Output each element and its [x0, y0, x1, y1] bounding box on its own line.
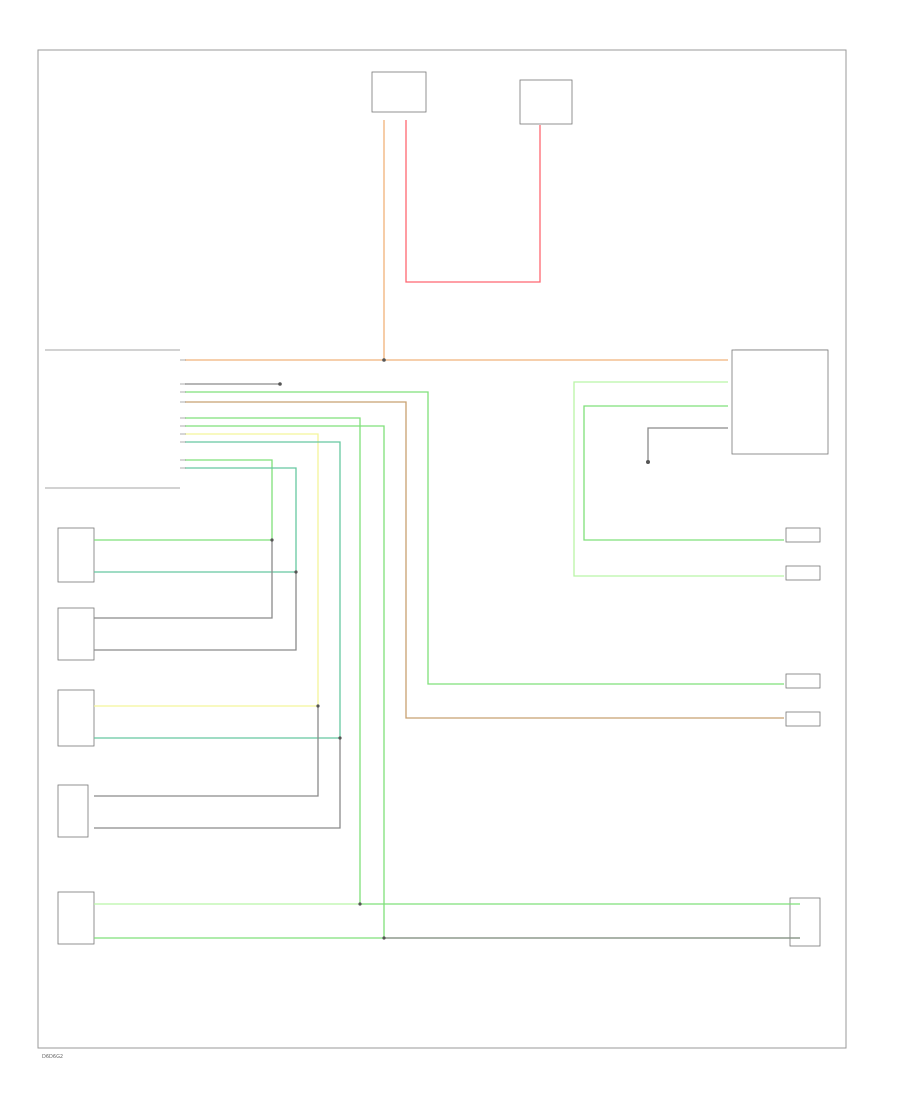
- splice-dot: [270, 538, 274, 542]
- gray-wire-switch-4-upper: [94, 706, 319, 797]
- gray-wire-switch-4-lower: [94, 738, 341, 829]
- green-wire-right-connector-3: [185, 391, 784, 685]
- gray-wire-switch-2-lower: [94, 572, 297, 651]
- right-connector-2: [785, 565, 821, 581]
- switch-box-4: [57, 784, 89, 838]
- green-wire-right-module-1: [573, 381, 784, 577]
- top-left-connector-box: [371, 71, 427, 113]
- splice-dot: [382, 358, 386, 362]
- top-right-connector-box: [519, 79, 573, 125]
- right-connector-4: [785, 711, 821, 727]
- right-connector-1: [785, 527, 821, 543]
- right-module-box: [731, 349, 829, 455]
- green-wire-switch-1-lower: [94, 467, 297, 573]
- red-wire-loop: [405, 120, 541, 283]
- splice-dot: [338, 736, 342, 740]
- green-wire-switch-5-upper: [185, 417, 800, 905]
- splice-dot: [358, 902, 362, 906]
- brown-wire-right-connector-4: [185, 401, 784, 719]
- splice-dot: [316, 704, 320, 708]
- yellow-wire-switch-3: [94, 433, 319, 707]
- splice-dot: [294, 570, 298, 574]
- switch-box-3: [57, 689, 95, 747]
- orange-power-wire: [383, 120, 728, 361]
- switch-box-2: [57, 607, 95, 661]
- left-module-pins: [180, 359, 186, 469]
- diagram-frame: [37, 49, 847, 1049]
- teal-wire-switch-3: [94, 441, 341, 739]
- right-connector-3: [785, 673, 821, 689]
- right-connector-5: [789, 897, 821, 947]
- switch-box-1: [57, 527, 95, 583]
- green-wire-right-module-2: [583, 405, 784, 541]
- green-wire-switch-5-lower: [185, 425, 800, 939]
- ground-wire-right-module: [647, 427, 728, 460]
- ground-symbol: [646, 460, 650, 464]
- splice-dot: [278, 382, 282, 386]
- diagram-code: D6D6G2: [42, 1054, 63, 1060]
- gray-wire-switch-2-upper: [94, 540, 273, 619]
- switch-box-5: [57, 891, 95, 945]
- green-wire-switch-1-upper: [94, 459, 273, 541]
- splice-dot: [382, 936, 386, 940]
